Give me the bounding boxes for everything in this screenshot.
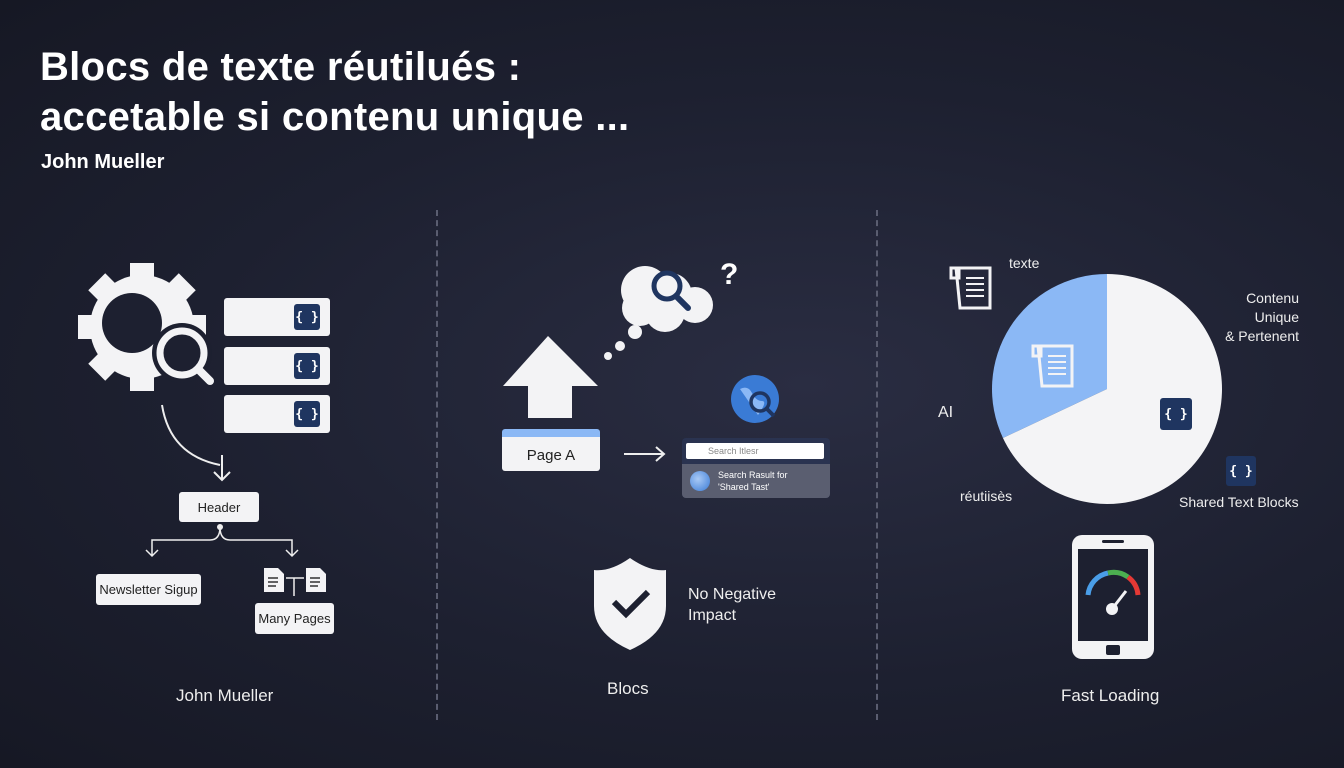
shield-check-icon: [594, 558, 666, 650]
search-result-item[interactable]: Search Rasult for'Shared Tast': [682, 464, 830, 498]
ai-label: AI: [938, 404, 954, 421]
search-input[interactable]: Search Itlesr: [686, 443, 824, 459]
question-mark: ?: [720, 258, 739, 291]
result-text: Search Rasult for'Shared Tast': [718, 470, 788, 492]
branch-arrows: [145, 524, 299, 558]
contenu-unique-label: Contenu Unique& Pertenent: [1225, 290, 1299, 344]
reutilises-label: réutiisès: [960, 488, 1013, 504]
page-a-card: Page A: [502, 429, 600, 471]
newsletter-box: Newsletter Sigup: [96, 574, 201, 605]
code-brace-icon: { }: [1226, 456, 1256, 486]
scroll-document-icon: [1031, 344, 1074, 388]
text-block: { }: [224, 298, 330, 336]
code-brace-icon: { }: [294, 401, 320, 427]
gear-search-icon: [78, 263, 231, 515]
page-title: Blocs de texte réutilués :accetable si c…: [40, 45, 630, 139]
code-brace-icon: { }: [294, 353, 320, 379]
many-pages-box: Many Pages: [255, 603, 334, 634]
globe-icon: [690, 471, 710, 491]
divider: [876, 210, 878, 720]
scroll-document-icon: [949, 266, 992, 310]
header-box: Header: [179, 492, 259, 522]
search-results-panel: Search Itlesr Search Rasult for'Shared T…: [682, 438, 830, 498]
thought-search-icon: [503, 266, 713, 418]
arrow-right-icon: [624, 446, 666, 462]
pie-chart: [992, 274, 1222, 504]
author: John Mueller: [41, 151, 165, 173]
shared-text-blocks-label: Shared Text Blocks: [1179, 494, 1299, 510]
code-brace-icon: { }: [1160, 398, 1192, 430]
text-block: { }: [224, 347, 330, 385]
code-brace-icon: { }: [294, 304, 320, 330]
globe-search-icon: [731, 375, 779, 423]
divider: [436, 210, 438, 720]
phone-speedometer-icon: [1072, 535, 1154, 659]
caption: Fast Loading: [1061, 686, 1160, 705]
pie-slice: [1002, 274, 1222, 504]
text-block: { }: [224, 395, 330, 433]
caption: John Mueller: [176, 686, 274, 705]
documents-icon: [264, 568, 326, 596]
texte-label: texte: [1009, 255, 1040, 271]
caption: Blocs: [607, 679, 649, 698]
